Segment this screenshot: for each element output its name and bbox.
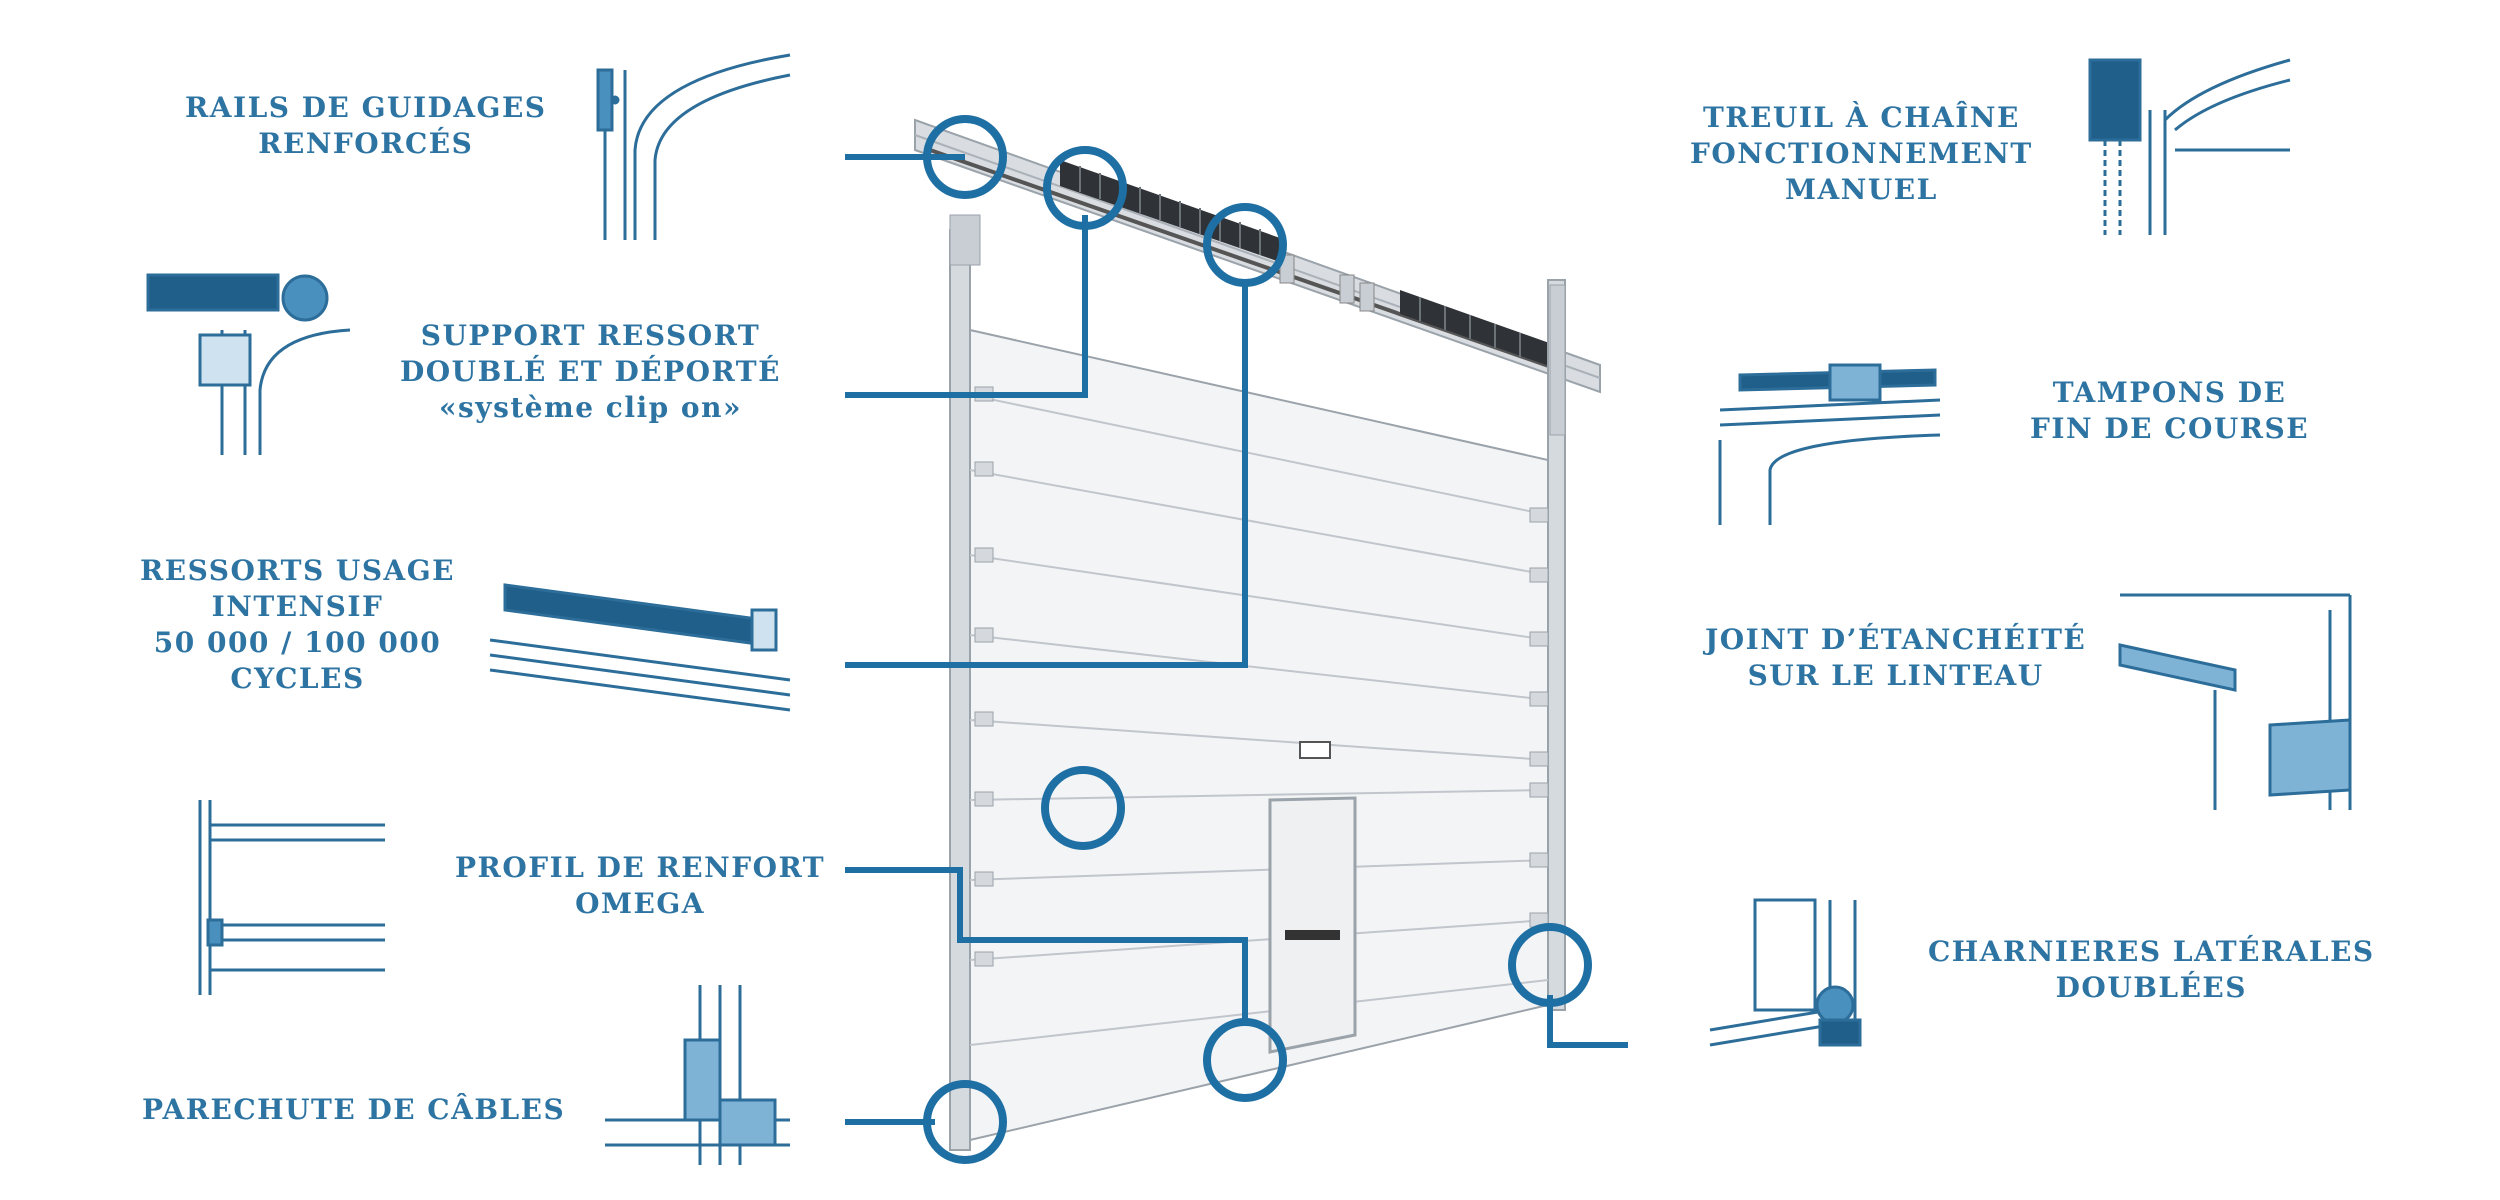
detail-rails (596, 53, 791, 240)
callout-wicket (1203, 1018, 1287, 1102)
detail-profil (198, 800, 385, 995)
spring-left (1060, 160, 1280, 262)
detail-joint (2118, 593, 2352, 810)
callout-parechute (923, 1080, 1007, 1164)
label-parechute: PARECHUTE DE CÂBLES (142, 1093, 566, 1126)
callout-rails (923, 115, 1007, 199)
callout-support (1043, 146, 1127, 230)
door-leaf (969, 328, 1549, 1142)
detail-charnieres (1709, 898, 1862, 1047)
detail-tampons (1718, 363, 1941, 525)
callout-circles (923, 115, 1592, 1164)
callout-profil (1041, 766, 1125, 850)
panel-lines (969, 394, 1549, 1046)
callout-charnieres (1508, 923, 1592, 1007)
sectional-door (914, 118, 1601, 1151)
hinges (974, 386, 1549, 967)
spring-right (1400, 290, 1555, 368)
detail-parechute (605, 985, 790, 1165)
callout-ressorts (1203, 203, 1287, 287)
detail-support (146, 273, 351, 455)
left-frame (949, 229, 971, 1151)
detail-treuil (2088, 58, 2291, 235)
wicket-door (1268, 796, 1357, 1054)
wicket-handle (1285, 930, 1340, 940)
exit-sign (1299, 741, 1331, 759)
detail-ressorts (489, 583, 791, 712)
connector-lines (845, 154, 1628, 1125)
